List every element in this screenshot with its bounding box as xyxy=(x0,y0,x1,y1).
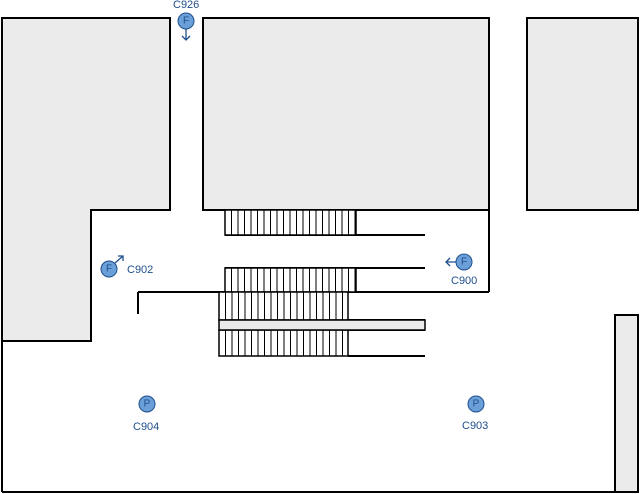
parking-icon xyxy=(138,395,156,413)
building-bottom-right xyxy=(614,314,639,493)
arrow-down-icon xyxy=(181,29,191,41)
building-left xyxy=(1,17,171,342)
marker-label: C904 xyxy=(133,421,159,433)
building-right xyxy=(526,17,639,211)
arrow-up-right-icon xyxy=(114,255,124,264)
building-center xyxy=(202,17,490,211)
marker-c900[interactable]: F C900 xyxy=(445,253,477,287)
parking-icon xyxy=(467,395,485,413)
marker-type: P xyxy=(473,399,480,410)
marker-label: C926 xyxy=(173,0,199,11)
marker-c926[interactable]: F C926 xyxy=(173,0,199,41)
marker-type: F xyxy=(106,264,112,275)
marker-type: F xyxy=(461,257,467,268)
marker-label: C903 xyxy=(462,420,488,432)
marker-label: C900 xyxy=(451,275,477,287)
marker-c903[interactable]: P C903 xyxy=(462,395,488,432)
marker-c902[interactable]: F C902 xyxy=(100,255,153,278)
arrow-left-icon xyxy=(445,257,456,267)
marker-type: F xyxy=(183,16,189,27)
marker-label: C902 xyxy=(127,264,153,276)
landing-band xyxy=(218,319,426,331)
marker-c904[interactable]: P C904 xyxy=(133,395,159,433)
staircases xyxy=(218,209,426,357)
marker-type: P xyxy=(144,399,151,410)
fire-extinguisher-icon xyxy=(100,260,118,278)
